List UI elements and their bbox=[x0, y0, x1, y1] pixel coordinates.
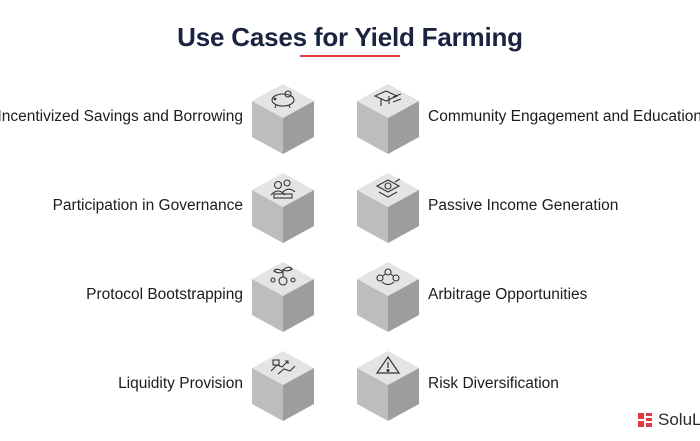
piggy-bank-icon bbox=[271, 90, 295, 109]
education-icon bbox=[373, 90, 402, 106]
cube-incentivized-savings bbox=[252, 84, 314, 154]
cube-arbitrage bbox=[357, 262, 419, 332]
title-underline bbox=[300, 55, 400, 57]
plant-growth-icon bbox=[270, 266, 296, 286]
cube-liquidity-provision bbox=[252, 351, 314, 421]
warning-icon bbox=[375, 355, 401, 374]
page-title: Use Cases for Yield Farming bbox=[177, 22, 523, 52]
label-protocol-bootstrapping: Protocol Bootstrapping bbox=[86, 286, 243, 303]
brand-mark-icon bbox=[638, 413, 652, 427]
governance-icon bbox=[270, 179, 296, 199]
cube-protocol-bootstrapping bbox=[252, 262, 314, 332]
brand-name: SoluLab bbox=[658, 410, 700, 429]
cube-passive-income bbox=[357, 173, 419, 243]
label-governance: Participation in Governance bbox=[52, 197, 243, 214]
cube-governance bbox=[252, 173, 314, 243]
brand-logo: SoluLab bbox=[637, 409, 700, 431]
cube-risk-diversification bbox=[357, 351, 419, 421]
label-incentivized-savings: Incentivized Savings and Borrowing bbox=[0, 108, 243, 125]
label-risk-diversification: Risk Diversification bbox=[428, 375, 559, 392]
label-arbitrage: Arbitrage Opportunities bbox=[428, 286, 588, 303]
label-passive-income: Passive Income Generation bbox=[428, 197, 619, 214]
label-community-engagement: Community Engagement and Education bbox=[428, 108, 700, 125]
hand-exchange-icon bbox=[270, 359, 296, 375]
arbitrage-icon bbox=[376, 268, 400, 286]
cube-community-engagement bbox=[357, 84, 419, 154]
income-icon bbox=[375, 178, 401, 198]
label-liquidity-provision: Liquidity Provision bbox=[118, 375, 243, 392]
